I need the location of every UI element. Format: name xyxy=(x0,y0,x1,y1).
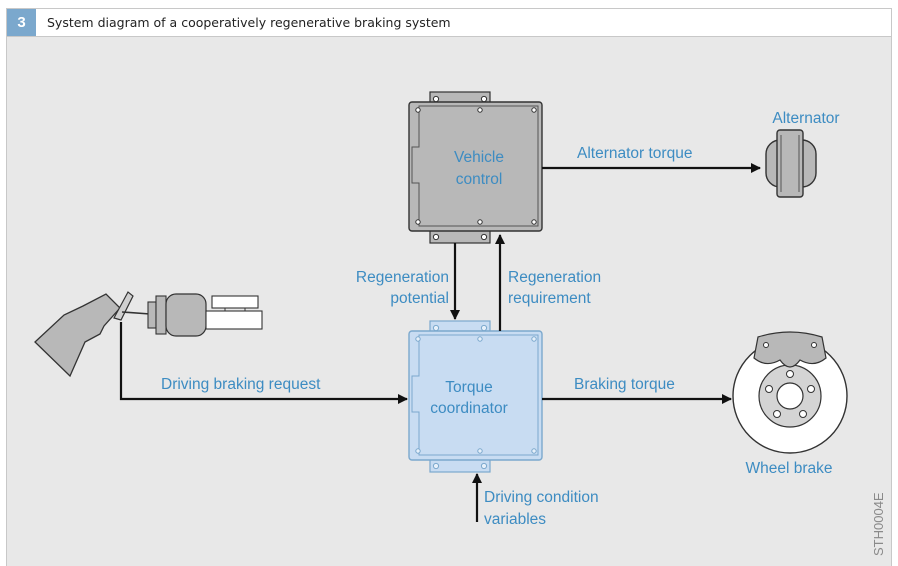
wheel-brake-icon xyxy=(732,331,848,454)
figure-code: STH0004E xyxy=(871,492,886,556)
wheel-brake-label: Wheel brake xyxy=(745,460,832,477)
vehicle-control-ecu: Vehicle control xyxy=(408,91,543,244)
braking-torque-label: Braking torque xyxy=(574,376,675,393)
figure-number: 3 xyxy=(7,9,36,36)
figure-header: 3 System diagram of a cooperatively rege… xyxy=(6,8,892,37)
vehicle-control-label-1: Vehicle xyxy=(454,149,504,166)
driving-braking-request-label: Driving braking request xyxy=(161,376,321,393)
driving-condition-label-2: variables xyxy=(484,511,546,528)
regeneration-potential-label-2: potential xyxy=(390,290,449,307)
alternator-torque-label: Alternator torque xyxy=(577,145,692,162)
regeneration-requirement-label-1: Regeneration xyxy=(508,269,601,286)
torque-coordinator-ecu: Torque coordinator xyxy=(408,320,543,473)
regeneration-potential-label-1: Regeneration xyxy=(356,269,449,286)
vehicle-control-label-2: control xyxy=(456,171,503,188)
regeneration-requirement-label-2: requirement xyxy=(508,290,591,307)
torque-coordinator-label-2: coordinator xyxy=(430,400,508,417)
figure-title: System diagram of a cooperatively regene… xyxy=(47,15,451,30)
driving-condition-label-1: Driving condition xyxy=(484,489,599,506)
alternator-icon xyxy=(765,129,817,198)
driving-braking-request-arrow xyxy=(119,322,408,404)
alternator-label: Alternator xyxy=(772,110,839,127)
torque-coordinator-label-1: Torque xyxy=(445,379,492,396)
brake-pedal-icon xyxy=(34,291,263,378)
